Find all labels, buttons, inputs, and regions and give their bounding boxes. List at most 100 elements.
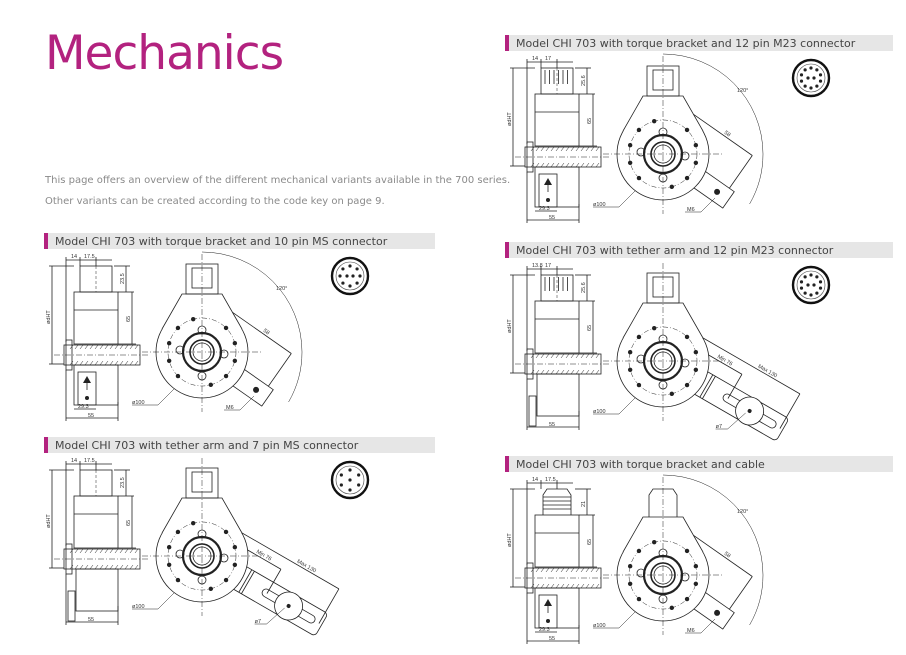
dimension-label: 29.3: [539, 627, 550, 633]
lower-housing: [75, 568, 119, 612]
mounting-hole: [684, 127, 690, 133]
hatch: [585, 369, 590, 375]
mounting-hole: [175, 577, 181, 583]
extension-line: [779, 393, 801, 429]
connector-pin: [806, 283, 810, 287]
hatch: [575, 146, 580, 152]
connector-pin: [341, 281, 345, 285]
connector-pin: [809, 86, 813, 90]
hatch: [555, 353, 560, 359]
leader: [224, 395, 255, 411]
mounting-hole: [669, 605, 674, 611]
arrow-up-icon: [83, 376, 91, 383]
dimension-label: 65: [587, 325, 593, 331]
hatch: [555, 567, 560, 573]
connector-pin: [818, 79, 823, 83]
hatch: [84, 564, 89, 570]
hatch: [590, 353, 595, 359]
hatch: [590, 146, 595, 152]
hatch: [550, 146, 555, 152]
dimension-label-flange: ø100: [132, 400, 145, 406]
hatch: [129, 344, 134, 350]
arrow-up-icon: [544, 178, 552, 185]
accent-marker: [505, 456, 509, 472]
connector-insert: [335, 261, 365, 291]
hatch: [89, 564, 94, 570]
hatch: [585, 353, 590, 359]
torque-bracket: [77, 371, 97, 406]
hatch: [89, 360, 94, 366]
dimension-label-hole: ø7: [255, 619, 261, 625]
connector-pin: [355, 267, 359, 271]
dimension-label-max: Max 130: [296, 559, 317, 575]
mounting-hole: [166, 358, 172, 363]
connector-pin: [815, 275, 819, 279]
mounting-hole: [636, 548, 642, 554]
arm-bend: [241, 571, 255, 594]
section-title: Model CHI 703 with tether arm and 7 pin …: [55, 438, 359, 452]
hatch: [565, 567, 570, 573]
hatch: [560, 146, 565, 152]
dimension-label: 55: [88, 413, 94, 419]
m23-12-pin-connector-icon: [791, 58, 831, 98]
hatch: [585, 583, 590, 589]
section-title: Model CHI 703 with torque bracket and 10…: [55, 234, 388, 248]
dimension-label: 23.5: [120, 477, 126, 488]
hatch: [114, 564, 119, 570]
mounting-hole: [652, 325, 657, 331]
connector-pin: [348, 284, 352, 288]
connector-insert: [796, 63, 826, 93]
bracket-bolt: [714, 609, 721, 616]
connector-pin: [815, 291, 819, 295]
hatch: [74, 564, 79, 570]
hatch: [94, 360, 99, 366]
dimension-label-bracket: 58: [723, 130, 731, 138]
dimension-label-flange: ø100: [132, 604, 145, 610]
hatch: [565, 583, 570, 589]
hatch: [535, 583, 540, 589]
hatch: [555, 583, 560, 589]
hatch: [89, 548, 94, 554]
hatch: [560, 369, 565, 375]
hatch: [99, 344, 104, 350]
dimension-label: 55: [549, 422, 555, 428]
dimension-line: [230, 310, 292, 354]
hatch: [99, 548, 104, 554]
encoder-body: [534, 93, 580, 147]
dimension-label: 14: [532, 56, 538, 62]
hatch: [535, 353, 540, 359]
mounting-hole: [627, 564, 633, 569]
hatch: [545, 583, 550, 589]
hatch: [74, 548, 79, 554]
connector-pin: [806, 76, 810, 80]
mounting-hole: [693, 160, 699, 165]
bracket-bolt: [714, 188, 721, 195]
mounting-hole: [636, 596, 642, 602]
page-title: Mechanics: [45, 26, 284, 81]
connector-pin: [348, 264, 352, 268]
hatch: [74, 344, 79, 350]
dimension-label: 29.3: [78, 404, 89, 410]
connector-pin: [812, 283, 816, 287]
dimension-label: 55: [549, 215, 555, 221]
leader: [685, 197, 716, 213]
hatch: [555, 369, 560, 375]
connector-pin: [809, 293, 813, 297]
dimension-label-dia: ødHT: [507, 533, 513, 547]
hatch: [590, 162, 595, 168]
hatch: [595, 353, 600, 359]
hatch: [540, 583, 545, 589]
arm-bend: [238, 569, 253, 593]
hatch: [570, 369, 575, 375]
dimension-label-thread: M6: [687, 207, 695, 213]
hatch: [114, 548, 119, 554]
mounting-hole: [223, 529, 229, 535]
connector-pin: [357, 483, 361, 487]
hatch: [109, 360, 114, 366]
connector-pin: [358, 274, 362, 278]
